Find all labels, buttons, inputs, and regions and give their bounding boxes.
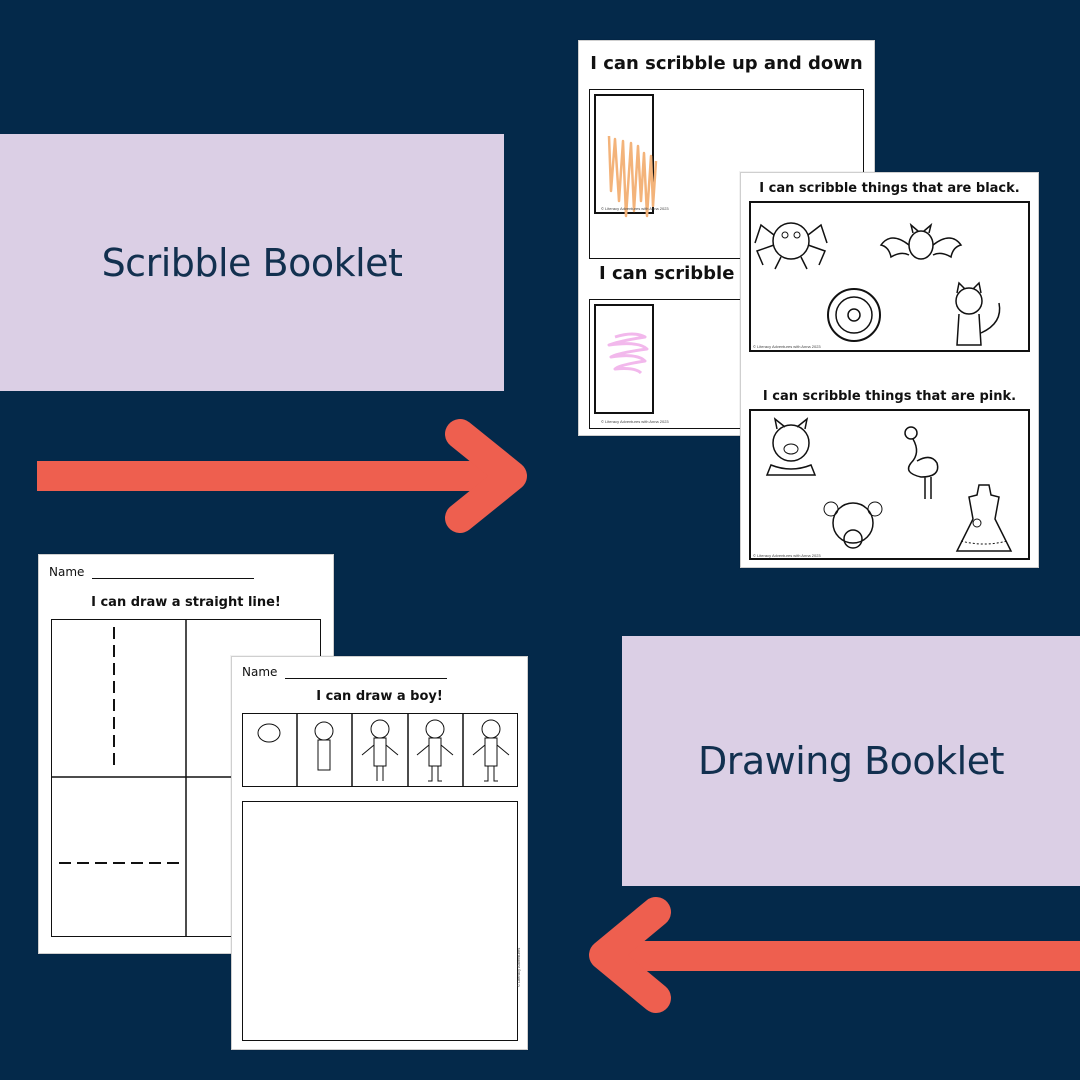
pink-scribble xyxy=(607,332,649,375)
boy-steps-strip xyxy=(242,713,518,787)
bat-icon xyxy=(879,222,963,260)
scribble-booklet-text: Scribble Booklet xyxy=(101,240,403,285)
boy-steps-drawings xyxy=(257,713,510,787)
scribble-booklet-label: Scribble Booklet xyxy=(0,134,504,391)
name-row-2: Name xyxy=(242,665,448,679)
credit-4: © Literacy Adventures with Anna 2023 xyxy=(753,553,821,558)
boy-drawing-area xyxy=(242,801,518,1041)
name-label-1: Name xyxy=(49,565,85,579)
name-blank-2 xyxy=(285,666,448,679)
tire-icon xyxy=(827,288,881,342)
spider-icon xyxy=(754,222,828,270)
name-blank-1 xyxy=(92,566,255,579)
orange-scribble xyxy=(607,135,658,218)
black-things-frame xyxy=(749,201,1030,352)
flamingo-icon xyxy=(904,426,939,499)
worksheet-title-boy: I can draw a boy! xyxy=(316,689,443,704)
drawing-worksheet-2: Name I can draw a boy! © Literacy Advent… xyxy=(231,656,528,1050)
credit-2: © Literacy Adventures with Anna 2023 xyxy=(601,419,669,424)
worksheet-title-partial: I can scribble xyxy=(599,263,735,284)
dress-icon xyxy=(955,484,1013,552)
name-row-1: Name xyxy=(49,565,255,579)
credit-5: © Literacy Adventures xyxy=(516,947,521,987)
worksheet-title-black: I can scribble things that are black. xyxy=(759,181,1020,196)
name-label-2: Name xyxy=(242,665,278,679)
scribble-worksheet-2: I can scribble things that are black. © … xyxy=(740,172,1039,568)
worksheet-title-up-down: I can scribble up and down xyxy=(590,53,863,74)
pig-icon xyxy=(765,417,817,476)
pink-things-frame xyxy=(749,409,1030,560)
cat-icon xyxy=(955,281,1001,346)
girl-icon xyxy=(823,501,883,549)
worksheet-title-pink: I can scribble things that are pink. xyxy=(762,389,1017,404)
drawing-booklet-label: Drawing Booklet xyxy=(622,636,1080,886)
credit-3: © Literacy Adventures with Anna 2023 xyxy=(753,344,821,349)
credit-1: © Literacy Adventures with Anna 2023 xyxy=(601,206,669,211)
drawing-booklet-text: Drawing Booklet xyxy=(698,739,1005,783)
worksheet-title-straight-line: I can draw a straight line! xyxy=(91,595,281,610)
